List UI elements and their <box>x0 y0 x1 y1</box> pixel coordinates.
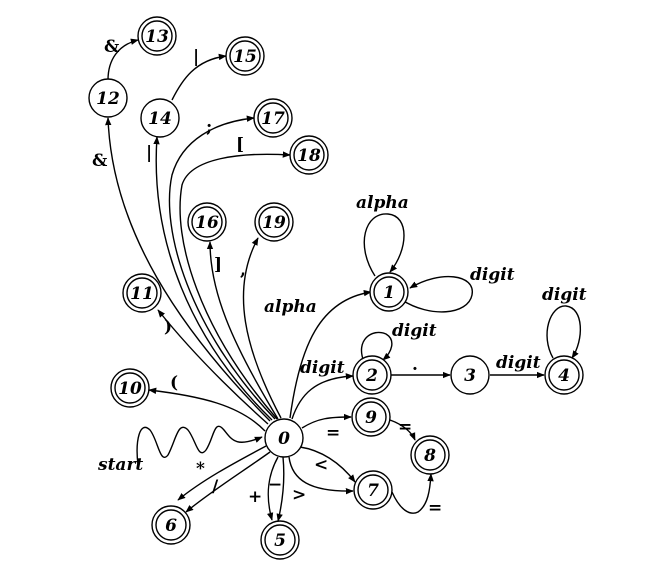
state-12: 12 <box>88 78 128 118</box>
edge-0-14 <box>153 136 273 421</box>
state-13: 13 <box>137 16 177 56</box>
edge-9-8 <box>389 419 416 441</box>
state-6: 6 <box>151 505 191 545</box>
edge-label-0-18: [ <box>236 135 244 155</box>
edge-label-0-6-star: * <box>196 459 205 479</box>
edge-label-0-16: ] <box>214 255 222 275</box>
edge-label-7-8: = <box>428 498 442 518</box>
edge-0-16 <box>206 241 279 420</box>
state-0: 0 <box>264 418 304 458</box>
edge-0-18 <box>179 151 291 420</box>
svg-text:16: 16 <box>195 213 219 233</box>
edge-0-5-plus <box>266 456 279 521</box>
svg-text:13: 13 <box>145 27 169 47</box>
edge-label-0-7-gt: > <box>292 485 306 505</box>
svg-text:3: 3 <box>464 366 476 386</box>
state-16: 16 <box>187 202 227 242</box>
edge-14-15 <box>171 53 227 101</box>
edge-label-0-10: ( <box>170 373 178 393</box>
svg-text:7: 7 <box>367 481 379 501</box>
svg-text:4: 4 <box>558 366 570 386</box>
edge-0-19 <box>242 237 282 419</box>
state-18: 18 <box>289 135 329 175</box>
svg-text:6: 6 <box>165 516 177 536</box>
edge-label-12-13: & <box>104 37 120 57</box>
edge-label-14-15: | <box>193 47 199 67</box>
edge-0-11 <box>157 309 269 425</box>
edge-0-12 <box>105 117 271 422</box>
edge-0-10 <box>148 387 266 432</box>
edge-label-0-7-lt: < <box>314 455 328 475</box>
edge-label-1-1-digit: digit <box>470 265 515 285</box>
state-1: 1 <box>369 272 409 312</box>
edge-0-17 <box>168 115 276 420</box>
edge-label-0-5-plus: + <box>248 487 262 507</box>
state-4: 4 <box>544 355 584 395</box>
edge-12-13 <box>107 38 139 81</box>
svg-text:0: 0 <box>278 429 290 449</box>
state-7: 7 <box>353 470 393 510</box>
edge-0-1 <box>289 289 372 419</box>
svg-text:15: 15 <box>233 47 257 67</box>
edge-label-2-2: digit <box>392 321 437 341</box>
svg-text:18: 18 <box>297 146 321 166</box>
edge-label-1-1-alpha: alpha <box>356 193 409 213</box>
svg-text:10: 10 <box>118 379 142 399</box>
edge-label-0-9: = <box>326 423 340 443</box>
state-5: 5 <box>260 520 300 560</box>
edge-label-0-12: & <box>92 151 108 171</box>
edge-label-0-1: alpha <box>264 297 317 317</box>
svg-text:19: 19 <box>262 213 286 233</box>
svg-text:11: 11 <box>130 284 154 304</box>
svg-text:14: 14 <box>148 109 172 129</box>
edge-label-0-17: ; <box>206 117 212 137</box>
edge-0-7-lt <box>299 446 356 483</box>
edge-1-1-digit <box>401 275 473 313</box>
svg-text:12: 12 <box>96 89 120 109</box>
start-arrow <box>136 425 263 466</box>
edge-1-1-alpha <box>363 213 405 277</box>
state-15: 15 <box>225 36 265 76</box>
edge-label-0-14: | <box>146 143 152 163</box>
edge-7-8 <box>391 473 434 514</box>
edge-2-2 <box>360 331 393 363</box>
edge-0-5-minus <box>276 456 285 522</box>
edge-label-0-6-slash: / <box>212 477 219 497</box>
svg-text:1: 1 <box>383 283 395 303</box>
edge-0-6-slash <box>185 451 271 513</box>
edge-label-4-4: digit <box>542 285 587 305</box>
edge-4-4 <box>546 305 582 359</box>
state-17: 17 <box>253 98 293 138</box>
svg-text:17: 17 <box>261 109 285 129</box>
edge-label-0-19: , <box>240 260 246 280</box>
svg-text:5: 5 <box>274 531 286 551</box>
start-label: start <box>97 455 143 475</box>
edge-0-2 <box>291 373 354 420</box>
edge-0-9 <box>301 413 352 429</box>
edge-label-0-5-minus: − <box>268 475 282 495</box>
svg-text:9: 9 <box>365 408 377 428</box>
state-3: 3 <box>450 355 490 395</box>
edge-label-9-8: = <box>398 417 412 437</box>
edge-label-2-3: . <box>412 355 418 375</box>
svg-text:2: 2 <box>365 366 378 386</box>
edge-0-6-star <box>177 445 267 501</box>
state-14: 14 <box>140 98 180 138</box>
state-9: 9 <box>351 397 391 437</box>
state-11: 11 <box>122 273 162 313</box>
state-19: 19 <box>254 202 294 242</box>
state-2: 2 <box>352 355 392 395</box>
edge-label-3-4: digit <box>496 353 541 373</box>
state-10: 10 <box>110 368 150 408</box>
edge-label-0-11: ) <box>164 317 172 337</box>
edge-label-0-2: digit <box>300 358 345 378</box>
edge-0-7-gt <box>288 456 354 495</box>
state-8: 8 <box>410 435 450 475</box>
svg-text:8: 8 <box>423 446 436 466</box>
